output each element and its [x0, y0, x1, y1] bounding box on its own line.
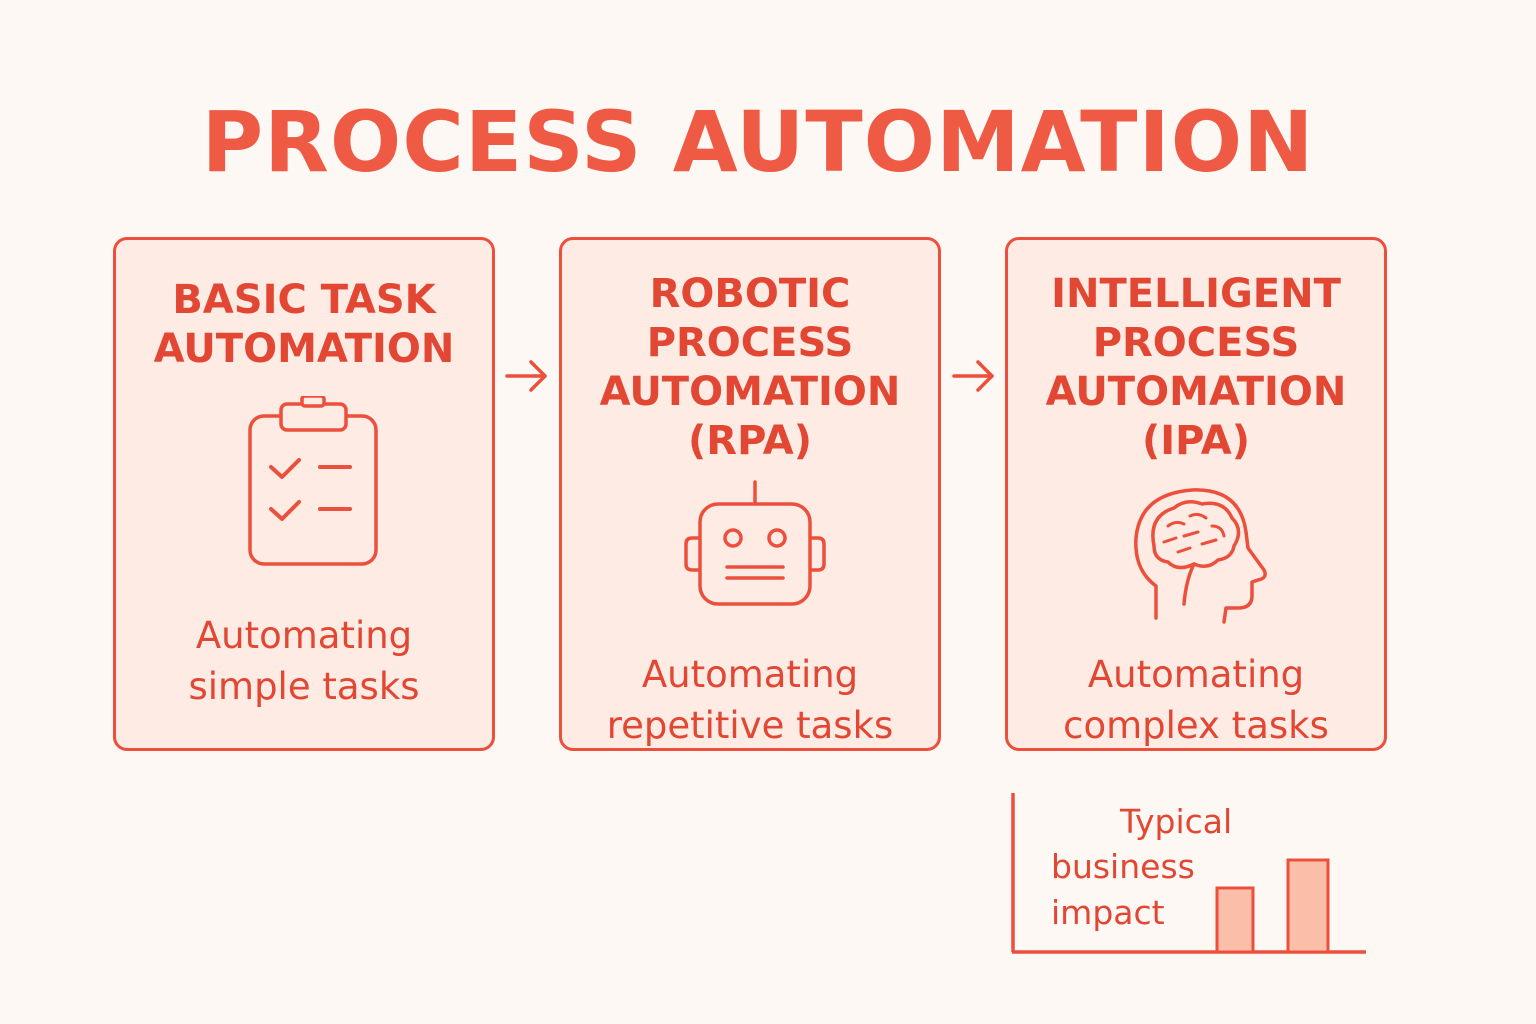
stage-title: INTELLIGENT PROCESS AUTOMATION (IPA): [1008, 270, 1384, 466]
impact-bar-2: [1286, 858, 1330, 954]
stage-title-line: INTELLIGENT: [1051, 271, 1341, 317]
stage-card-robotic-process-automation: ROBOTIC PROCESS AUTOMATION (RPA) Automat…: [559, 237, 941, 751]
page-title: PROCESS AUTOMATION: [201, 93, 1315, 191]
impact-label-line: Typical: [1120, 802, 1233, 841]
stage-description: Automating repetitive tasks: [562, 649, 938, 751]
impact-bar-1: [1215, 886, 1255, 954]
stage-title-line: (IPA): [1141, 418, 1251, 464]
stage-description-line: Automating: [195, 614, 413, 657]
stage-title: BASIC TASK AUTOMATION: [116, 276, 492, 374]
clipboard-checklist-icon: [248, 396, 378, 566]
stage-title-line: AUTOMATION: [153, 326, 455, 372]
stage-description-line: Automating: [641, 653, 859, 696]
stage-title-line: BASIC TASK: [172, 277, 436, 323]
arrow-right-icon: [505, 360, 547, 392]
stage-description: Automating complex tasks: [1008, 649, 1384, 751]
impact-chart: [1011, 793, 1366, 954]
stage-description-line: complex tasks: [1063, 704, 1329, 747]
stage-title-line: (RPA): [688, 418, 812, 464]
impact-label-line: impact: [1051, 893, 1165, 932]
stage-description: Automating simple tasks: [116, 610, 492, 712]
stage-title-line: ROBOTIC: [649, 271, 851, 317]
stage-title-line: PROCESS: [646, 320, 854, 366]
stage-title: ROBOTIC PROCESS AUTOMATION (RPA): [562, 270, 938, 466]
arrow-right-icon: [952, 360, 994, 392]
stage-description-line: simple tasks: [188, 665, 420, 708]
stage-description-line: Automating: [1087, 653, 1305, 696]
stage-title-line: PROCESS: [1092, 320, 1300, 366]
brain-head-icon: [1134, 488, 1267, 624]
stage-card-intelligent-process-automation: INTELLIGENT PROCESS AUTOMATION (IPA) Aut…: [1005, 237, 1387, 751]
stage-title-line: AUTOMATION: [1045, 369, 1347, 415]
stage-card-basic-task-automation: BASIC TASK AUTOMATION Automating simple …: [113, 237, 495, 751]
robot-icon: [684, 480, 826, 606]
impact-label-line: business: [1051, 847, 1195, 886]
stage-title-line: AUTOMATION: [599, 369, 901, 415]
stage-description-line: repetitive tasks: [606, 704, 894, 747]
